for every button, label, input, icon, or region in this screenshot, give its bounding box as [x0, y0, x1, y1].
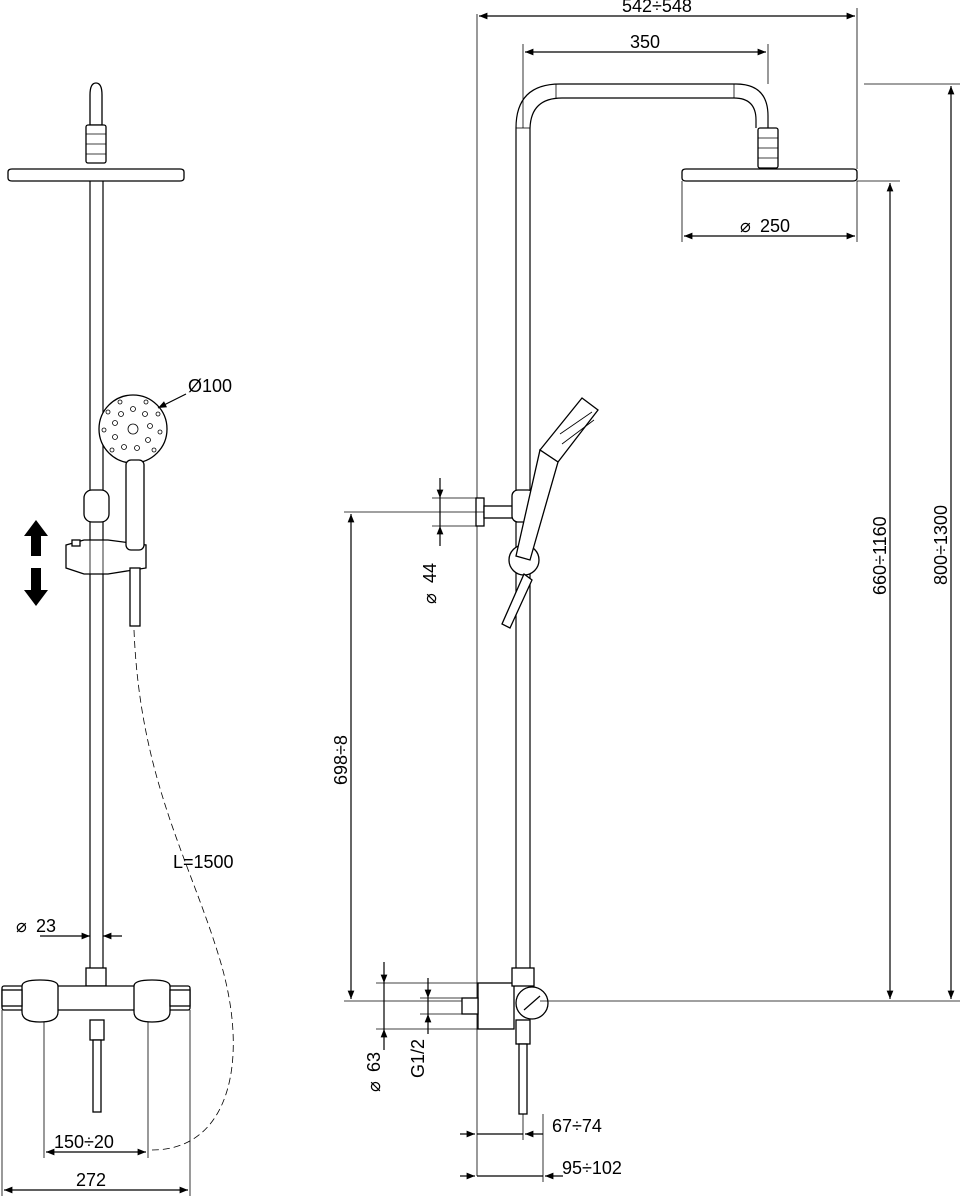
front-rain-head	[7, 168, 185, 182]
overall-reach-label: 542÷548	[622, 0, 692, 16]
head-diameter-dimension: ⌀ 250	[681, 181, 858, 242]
side-rain-head	[681, 168, 858, 182]
pipe-diameter-symbol: ⌀	[16, 916, 27, 936]
wall-distance-long-label: 95÷102	[562, 1158, 622, 1178]
slider-height-dimension: 698÷8	[331, 511, 484, 1002]
side-riser-and-arm	[515, 83, 769, 968]
head-diameter-symbol: ⌀	[740, 216, 751, 236]
wall-distance-long-dimension: 95÷102	[460, 1114, 622, 1182]
overall-height-label: 800÷1300	[931, 505, 951, 585]
head-height-label: 660÷1160	[870, 516, 890, 595]
hose-dashed	[133, 629, 234, 1151]
total-width-label: 272	[76, 1170, 106, 1190]
pipe-diameter-dimension: ⌀ 23	[16, 916, 122, 940]
double-arrow-icon	[24, 520, 48, 606]
thread-dimension: G1/2	[408, 978, 462, 1078]
overall-reach-dimension: 542÷548	[479, 0, 858, 169]
front-view: Ø100 L=1500 ⌀ 23 150÷20 272	[1, 82, 234, 1196]
front-handshower	[98, 394, 168, 627]
overall-height-dimension: 800÷1300	[540, 83, 960, 1002]
side-head-connector	[757, 127, 779, 169]
spray-nozzles	[101, 399, 163, 453]
handshower-diameter-label: Ø100	[188, 376, 232, 396]
mixer-diameter-label: 63	[364, 1052, 384, 1072]
slider-diameter-label: 44	[420, 563, 440, 583]
hose-length-label: L=1500	[173, 852, 234, 872]
arm-reach-label: 350	[630, 32, 660, 52]
arm-reach-dimension: 350	[522, 32, 769, 128]
front-riser-pipe	[89, 181, 104, 980]
centres-dimension: 150÷20	[43, 1022, 149, 1158]
mixer-diameter-dimension: ⌀ 63	[364, 962, 478, 1092]
front-upper-clamp	[83, 489, 110, 523]
side-view: 542÷548 350 ⌀ 250 800÷1300 660÷11	[331, 0, 960, 1182]
head-height-dimension: 660÷1160	[857, 180, 900, 999]
head-diameter-label: 250	[760, 216, 790, 236]
slider-diameter-symbol: ⌀	[420, 593, 440, 604]
mixer-diameter-symbol: ⌀	[364, 1081, 384, 1092]
total-width-dimension: 272	[1, 1010, 191, 1196]
front-mixer	[1, 967, 191, 1113]
centres-label: 150÷20	[54, 1132, 114, 1152]
slider-diameter-dimension: ⌀ 44	[420, 478, 478, 604]
pipe-diameter-label: 23	[36, 916, 56, 936]
side-handshower	[501, 397, 599, 629]
slider-height-label: 698÷8	[331, 735, 351, 785]
front-slider	[65, 539, 147, 575]
front-head-connector	[85, 82, 107, 164]
wall-distance-short-dimension: 67÷74	[460, 1114, 602, 1140]
wall-distance-short-label: 67÷74	[552, 1116, 602, 1136]
thread-label: G1/2	[408, 1039, 428, 1078]
side-mixer	[461, 967, 549, 1115]
